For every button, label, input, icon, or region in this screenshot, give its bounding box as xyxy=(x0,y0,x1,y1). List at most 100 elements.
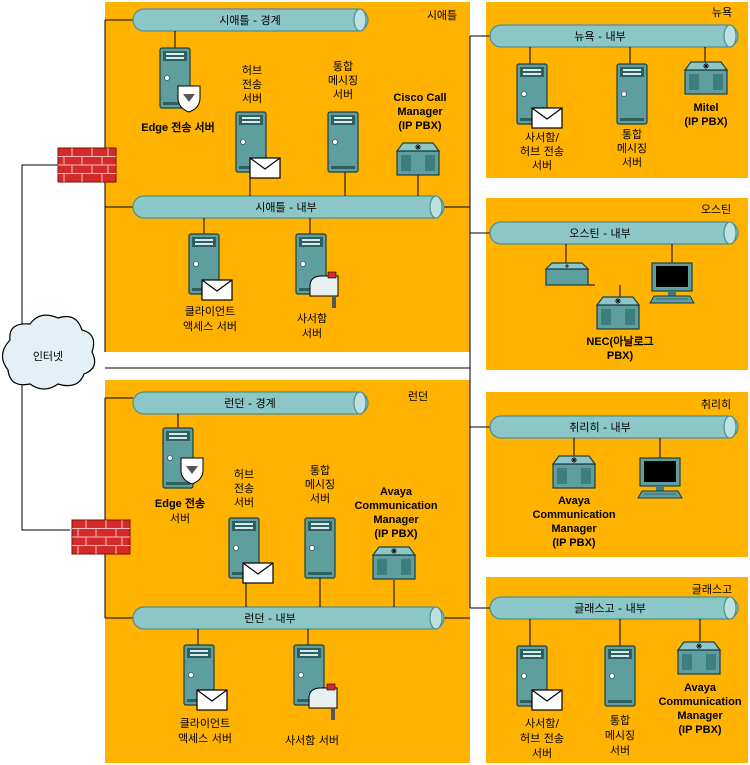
newyork-pbx: Mitel (IP PBX) xyxy=(684,61,728,128)
london-hub-server: 허브 전송 서버 xyxy=(228,468,274,584)
site-name-london: 런던 xyxy=(408,390,428,403)
device-label-line: 전송 xyxy=(242,78,262,91)
zurich-pbx: Avaya Communication Manager (IP PBX) xyxy=(532,455,616,549)
london-cas-server: 클라이언트 액세스 서버 xyxy=(178,644,232,745)
seattle-hub-server: 허브 전송 서버 xyxy=(235,64,281,179)
austin-router xyxy=(545,262,589,286)
device-label-line: 허브 xyxy=(242,64,262,77)
site-name-newyork: 뉴욕 xyxy=(712,6,732,19)
device-label-line: (IP PBX) xyxy=(552,537,596,549)
internet-cloud: 인터넷 xyxy=(1,314,96,390)
device-label-line: PBX) xyxy=(607,350,634,362)
device-label-line: Communication xyxy=(532,509,615,521)
london-mailbox-server: 사서함 서버 xyxy=(285,644,339,747)
device-label-line: 메시징 xyxy=(605,729,635,742)
device-label-line: Communication xyxy=(354,500,437,512)
device-label-line: 전송 xyxy=(234,482,254,495)
envelope-icon xyxy=(196,689,228,711)
envelope-icon xyxy=(531,689,563,711)
device-label-line: 통합 xyxy=(622,128,642,141)
bus-newyork-internal: 뉴욕 - 내부 xyxy=(489,24,739,48)
device-label-line: 서버 xyxy=(532,159,552,172)
device-label-line: (IP PBX) xyxy=(398,120,442,132)
device-label-line: 사서함 xyxy=(297,312,327,325)
glasgow-um-server: 통합 메시징 서버 xyxy=(604,645,636,757)
device-label-line: 액세스 서버 xyxy=(178,732,232,745)
london-edge-server: Edge 전송 서버 xyxy=(155,427,205,525)
device-label-line: 액세스 서버 xyxy=(183,320,237,333)
device-label-line: 서버 xyxy=(242,92,262,105)
device-label-line: 클라이언트 xyxy=(185,305,236,318)
device-label-line: 서버 xyxy=(622,156,642,169)
seattle-mailbox-server: 사서함 서버 xyxy=(295,233,339,340)
device-label-line: (IP PBX) xyxy=(678,724,722,736)
device-label-line: 클라이언트 xyxy=(180,717,231,730)
device-label-line: 허브 전송 xyxy=(520,732,564,745)
bus-london-perimeter: 런던 - 경계 xyxy=(132,391,369,415)
device-label-line: Manager xyxy=(677,710,723,722)
device-label-line: 메시징 xyxy=(617,142,647,155)
austin-terminal xyxy=(649,262,695,304)
device-label-line: (IP PBX) xyxy=(374,528,418,540)
bus-label: 오스틴 - 내부 xyxy=(569,227,631,240)
site-name-glasgow: 글래스고 xyxy=(692,583,732,596)
device-label-line: Manager xyxy=(397,106,443,118)
bus-seattle-internal: 시애틀 - 내부 xyxy=(132,195,445,219)
envelope-icon xyxy=(249,157,281,179)
device-label-line: 서버 xyxy=(302,327,322,340)
envelope-icon xyxy=(201,279,233,301)
device-label-line: Avaya xyxy=(684,682,717,694)
terminal-icon xyxy=(637,457,683,499)
device-label: 사서함 서버 xyxy=(285,734,339,747)
device-label-line: 통합 xyxy=(310,464,330,477)
site-name-seattle: 시애틀 xyxy=(427,9,457,22)
bus-label: 시애틀 - 내부 xyxy=(255,201,317,214)
envelope-icon xyxy=(242,562,274,584)
bus-label: 런던 - 내부 xyxy=(244,612,295,625)
bus-zurich-internal: 취리히 - 내부 xyxy=(489,415,739,439)
bus-london-internal: 런던 - 내부 xyxy=(132,606,445,630)
device-label-line: (IP PBX) xyxy=(684,116,728,128)
device-label-line: Cisco Call xyxy=(393,92,446,104)
site-name-austin: 오스틴 xyxy=(701,203,731,216)
device-label-line: 메시징 xyxy=(305,478,335,491)
bus-label: 뉴욕 - 내부 xyxy=(574,30,625,43)
device-label-line: Communication xyxy=(658,696,741,708)
austin-pbx: NEC(아날로그 PBX) xyxy=(586,296,654,362)
glasgow-mailbox-hub-server: 사서함/ 허브 전송 서버 xyxy=(516,645,564,760)
device-label: Edge 전송 서버 xyxy=(141,120,215,134)
device-label-line: 서버 xyxy=(333,88,353,101)
glasgow-pbx: Avaya Communication Manager (IP PBX) xyxy=(658,641,742,736)
bus-glasgow-internal: 글래스고 - 내부 xyxy=(489,596,739,620)
seattle-um-server: 통합 메시징 서버 xyxy=(327,60,359,173)
site-name-zurich: 취리히 xyxy=(701,397,731,411)
device-label-line: NEC(아날로그 xyxy=(586,334,653,348)
device-label-line: 메시징 xyxy=(328,74,358,87)
london-pbx: Avaya Communication Manager (IP PBX) xyxy=(354,486,438,580)
device-label-line: 허브 xyxy=(234,468,254,481)
device-label-line: 서버 xyxy=(610,744,630,757)
newyork-mailbox-hub-server: 사서함/ 허브 전송 서버 xyxy=(516,63,564,172)
bus-label: 취리히 - 내부 xyxy=(569,420,631,434)
device-label-line: 서버 xyxy=(310,492,330,505)
firewall-icon-seattle xyxy=(57,147,117,183)
device-label-line: 허브 전송 xyxy=(520,145,564,158)
firewall-icon-london xyxy=(71,519,131,555)
device-label-line: Edge 전송 xyxy=(155,496,205,510)
device-label-line: 사서함/ xyxy=(525,131,559,144)
device-label-line: 통합 xyxy=(610,714,630,727)
device-links xyxy=(174,31,706,646)
seattle-edge-server: Edge 전송 서버 xyxy=(141,47,215,134)
device-label-line: Manager xyxy=(373,514,419,526)
wan-links xyxy=(21,19,490,619)
bus-label: 시애틀 - 경계 xyxy=(219,14,281,27)
seattle-pbx: Cisco Call Manager (IP PBX) xyxy=(393,92,447,176)
bus-label: 글래스고 - 내부 xyxy=(574,602,646,615)
device-label-line: 통합 xyxy=(333,60,353,73)
envelope-icon xyxy=(531,107,563,129)
seattle-cas-server: 클라이언트 액세스 서버 xyxy=(183,233,237,333)
bus-seattle-perimeter: 시애틀 - 경계 xyxy=(132,8,369,32)
bus-austin-internal: 오스틴 - 내부 xyxy=(489,221,739,245)
device-label-line: Avaya xyxy=(558,495,591,507)
